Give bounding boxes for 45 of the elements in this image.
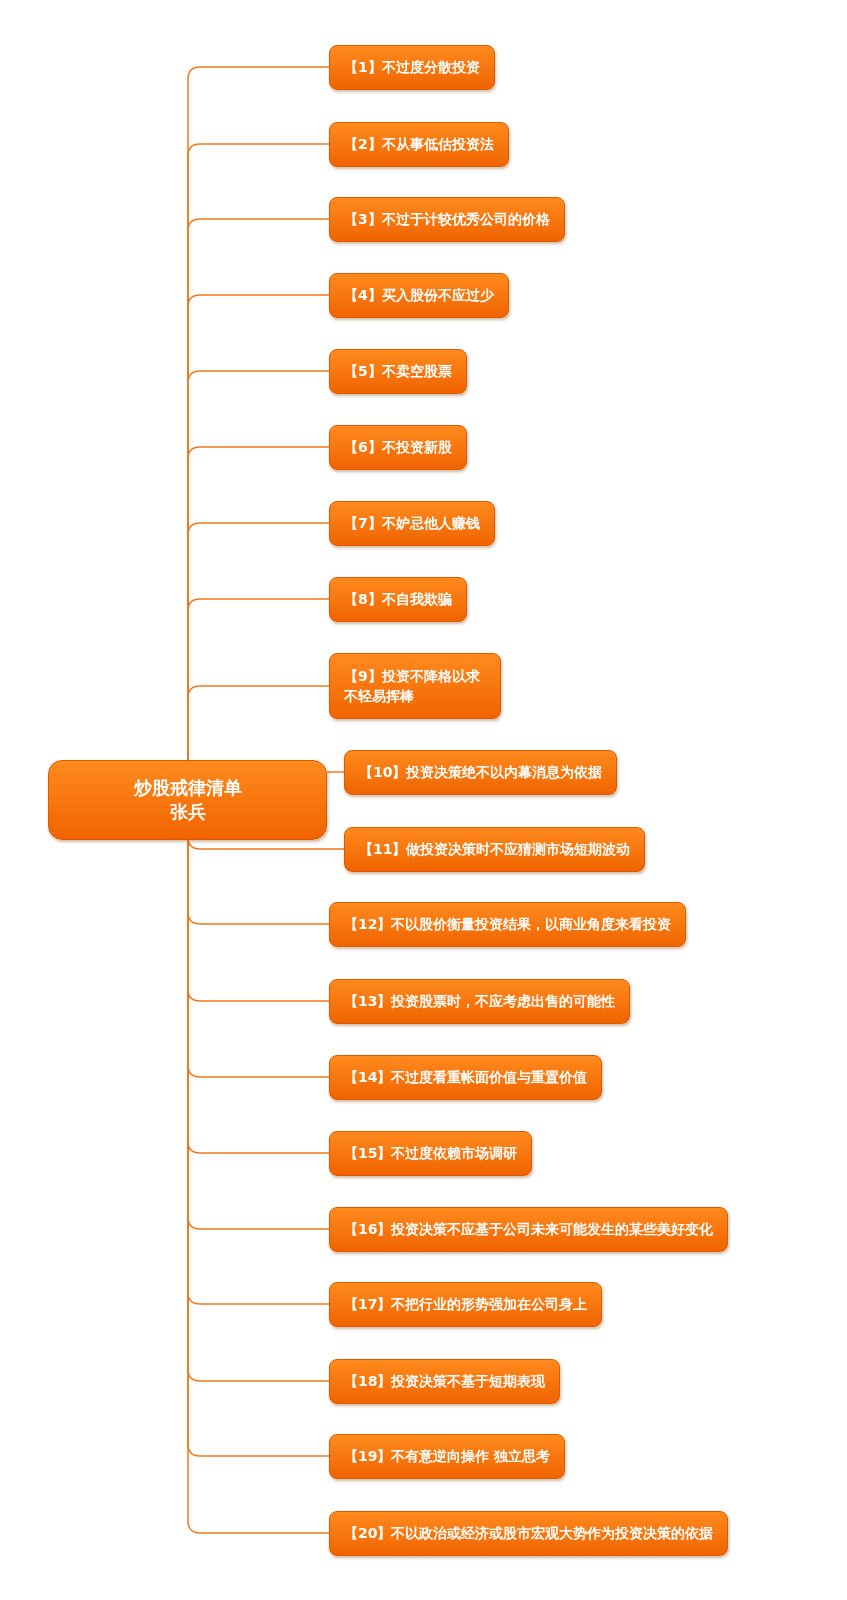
topic-text: 【7】不妒忌他人赚钱 — [344, 513, 480, 533]
topic-box — [329, 424, 467, 470]
topic-text: 【17】不把行业的形势强加在公司身上 — [344, 1294, 588, 1314]
topic-text: 【2】不从事低估投资法 — [344, 134, 494, 154]
topic-text: 【1】不过度分散投资 — [344, 57, 480, 77]
topic-text: 【14】不过度看重帐面价值与重置价值 — [344, 1067, 588, 1087]
topic-text: 【6】不投资新股 — [344, 437, 452, 457]
topic-text: 【13】投资股票时，不应考虑出售的可能性 — [344, 991, 616, 1011]
connector-line — [326, 771, 345, 773]
topic-box — [329, 272, 509, 318]
topic-text: 【5】不卖空股票 — [344, 361, 452, 381]
topic-box — [329, 121, 509, 167]
topic-box — [329, 1130, 533, 1176]
topic-text: 【3】不过于计较优秀公司的价格 — [344, 209, 550, 229]
topic-text: 【8】不自我欺骗 — [344, 589, 452, 609]
topic-text: 【9】投资不降格以求不轻易挥棒 — [344, 666, 481, 706]
topic-box — [329, 500, 495, 546]
topic-box — [329, 1281, 603, 1327]
topic-box — [329, 1358, 561, 1404]
root-topic-box — [48, 760, 327, 840]
topic-box — [329, 901, 687, 947]
topic-text: 【10】投资决策绝不以内幕消息为依据 — [359, 762, 603, 782]
topic-box — [329, 1433, 566, 1479]
topic-box — [329, 1054, 603, 1100]
topic-text: 【18】投资决策不基于短期表现 — [344, 1371, 546, 1391]
topic-text: 【12】不以股价衡量投资结果，以商业角度来看投资 — [344, 914, 672, 934]
topic-text: 【4】买入股份不应过少 — [344, 285, 494, 305]
topic-box — [344, 826, 646, 872]
topic-text: 【15】不过度依赖市场调研 — [344, 1143, 518, 1163]
root-title: 炒股戒律清单 — [133, 775, 242, 800]
topic-box — [344, 749, 618, 795]
topic-text: 【11】做投资决策时不应猜测市场短期波动 — [359, 839, 631, 859]
topic-box — [329, 1510, 729, 1556]
topic-box — [329, 576, 467, 622]
topic-text: 【16】投资决策不应基于公司未来可能发生的某些美好变化 — [344, 1219, 714, 1239]
topic-text: 【19】不有意逆向操作 独立思考 — [344, 1446, 551, 1466]
root-title: 张兵 — [169, 800, 206, 824]
connector-line — [187, 685, 330, 761]
topic-box — [329, 348, 467, 394]
topic-box — [329, 1206, 729, 1252]
topic-box — [329, 44, 495, 90]
topic-box — [329, 653, 501, 719]
topic-text: 【20】不以政治或经济或股市宏观大势作为投资决策的依据 — [344, 1523, 714, 1543]
topic-box — [329, 196, 565, 242]
topic-box — [329, 978, 631, 1024]
